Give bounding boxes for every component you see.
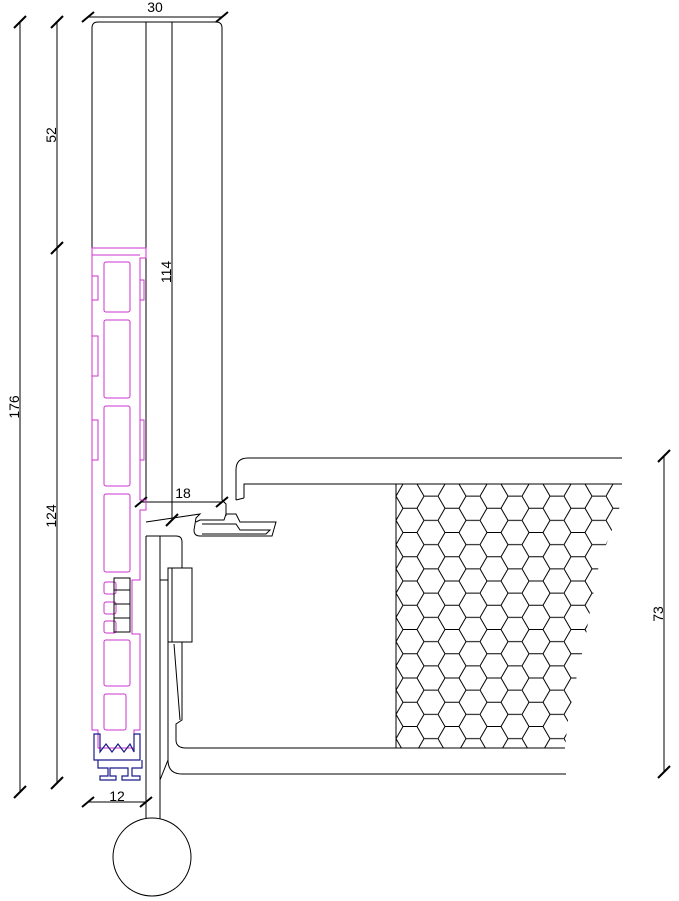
dim-upper-height-label: 52 [43, 127, 59, 143]
upright-panel [91, 21, 227, 516]
dim-lower-height-label: 124 [43, 504, 59, 528]
dim-inner-height-label: 114 [158, 261, 174, 284]
dim-top-width-label: 30 [147, 0, 163, 15]
mounting-plate [167, 567, 193, 643]
dim-inner-height: 114 [158, 22, 179, 527]
magenta-profile [91, 247, 147, 749]
dim-top-width: 30 [81, 0, 229, 23]
ball-post [112, 535, 192, 897]
latch [145, 513, 277, 580]
dim-total-height-label: 176 [6, 395, 22, 419]
honeycomb-core [396, 484, 622, 748]
ball-knob [112, 817, 192, 897]
hinge-block [113, 577, 131, 633]
dim-right-height: 73 [650, 449, 671, 779]
dim-offset-width-label: 18 [175, 485, 191, 501]
dim-total-height: 176 [6, 15, 27, 799]
dim-right-height-label: 73 [650, 606, 666, 622]
dim-upper-height: 52 [43, 15, 64, 255]
dim-offset-width: 18 [134, 485, 229, 508]
dim-bottom-width: 12 [81, 788, 153, 808]
dim-bottom-width-label: 12 [109, 788, 125, 804]
bottom-seal [93, 733, 143, 781]
dim-lower-height: 124 [43, 248, 64, 790]
